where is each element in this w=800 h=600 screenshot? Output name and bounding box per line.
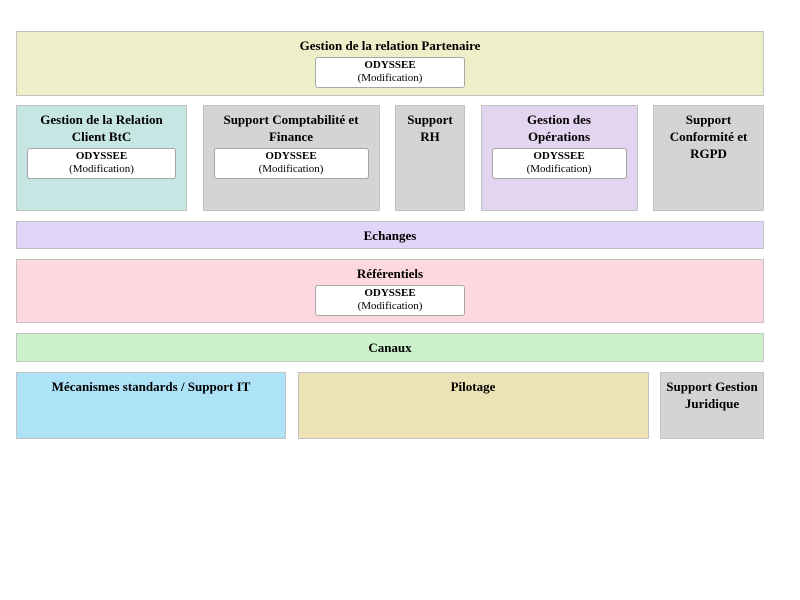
odyssee-tag-subtitle: (Modification) — [258, 163, 324, 175]
odyssee-tag-subtitle: (Modification) — [526, 163, 592, 175]
odyssee-tag-subtitle: (Modification) — [357, 72, 423, 84]
block-title: Canaux — [368, 340, 412, 355]
odyssee-tag: ODYSSEE(Modification) — [27, 148, 176, 179]
block-title: Echanges — [363, 227, 417, 243]
block-support-gestion-juridique: Support Gestion Juridique — [660, 372, 764, 439]
block-mecanismes-standards-support-it: Mécanismes standards / Support IT — [16, 372, 286, 439]
block-pilotage: Pilotage — [297, 372, 649, 439]
odyssee-tag-subtitle: (Modification) — [357, 300, 423, 312]
block-canaux: Canaux — [16, 333, 764, 362]
odyssee-tag: ODYSSEE(Modification) — [491, 148, 627, 179]
block-echanges: Echanges — [16, 221, 764, 249]
row-transverse: Mécanismes standards / Support IT Pilotag… — [16, 372, 764, 439]
odyssee-tag-title: ODYSSEE — [265, 150, 317, 162]
block-title: Gestion de la Relation Client BtC — [40, 112, 163, 144]
block-title: Support Conformité et RGPD — [669, 112, 748, 161]
block-gestion-relation-client-btc: Gestion de la Relation Client BtC ODYSSEE… — [16, 105, 187, 211]
block-title: Mécanismes standards / Support IT — [51, 379, 251, 394]
block-support-rh: Support RH — [395, 105, 465, 211]
odyssee-tag: ODYSSEE(Modification) — [315, 57, 465, 88]
row-canaux: Canaux — [16, 333, 764, 362]
block-title: Support Gestion Juridique — [666, 379, 758, 411]
block-title: Support RH — [407, 112, 453, 144]
odyssee-tag-title: ODYSSEE — [533, 150, 585, 162]
odyssee-tag: ODYSSEE(Modification) — [213, 148, 369, 179]
block-support-conformite-rgpd: Support Conformité et RGPD — [653, 105, 764, 211]
odyssee-tag-title: ODYSSEE — [364, 59, 416, 71]
odyssee-tag: ODYSSEE(Modification) — [315, 285, 465, 316]
block-title: Référentiels — [356, 266, 424, 281]
odyssee-tag-title: ODYSSEE — [75, 150, 128, 162]
block-title: Pilotage — [450, 379, 496, 394]
block-title: Gestion de la relation Partenaire — [299, 38, 481, 53]
block-title: Support Comptabilité et Finance — [223, 112, 359, 144]
block-title: Gestion des Opérations — [527, 112, 591, 144]
row-echanges: Echanges — [16, 221, 764, 249]
odyssee-tag-title: ODYSSEE — [364, 287, 416, 299]
row-domaines: Gestion de la Relation Client BtC ODYSSEE… — [16, 105, 764, 211]
odyssee-tag-subtitle: (Modification) — [69, 163, 134, 175]
